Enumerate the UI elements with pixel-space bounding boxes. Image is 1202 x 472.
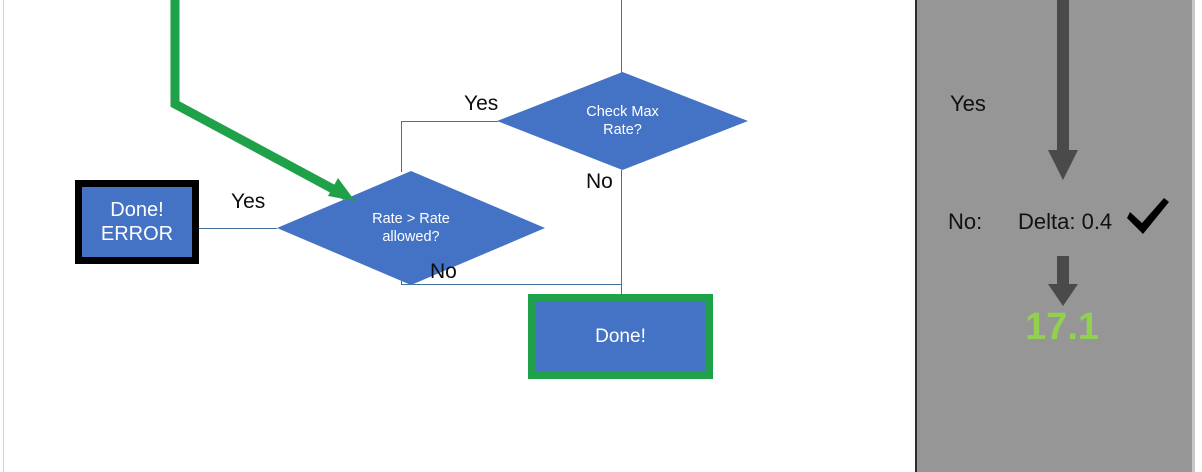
decision-rate-greater-than-allowed[interactable]: Rate > Rate allowed? <box>277 171 545 285</box>
terminator-done-error[interactable]: Done! ERROR <box>75 180 199 264</box>
panel-arrow-down-second <box>1048 256 1078 306</box>
edge-label-rate-allowed-no: No <box>430 260 457 283</box>
connector-into-check-max-rate <box>621 0 622 73</box>
decision-rate-greater-than-allowed-label: Rate > Rate allowed? <box>372 210 450 245</box>
decision-check-max-rate-label: Check Max Rate? <box>586 103 659 138</box>
panel-arrow-down-first <box>1048 0 1078 180</box>
edge-label-check-max-rate-no: No <box>586 170 613 193</box>
terminator-done-label: Done! <box>595 325 646 347</box>
connector-rate-allowed-yes-horizontal <box>198 228 277 229</box>
connector-check-max-rate-yes-vertical <box>401 121 402 172</box>
panel-left-border <box>915 0 917 472</box>
diamond-shape <box>497 72 748 170</box>
panel-delta-label: Delta: 0.4 <box>1018 209 1113 234</box>
connector-check-max-rate-yes-horizontal <box>401 121 498 122</box>
check-icon <box>1125 196 1171 238</box>
panel-result-value: 17.1 <box>1025 306 1099 348</box>
connector-check-max-rate-no-vertical <box>621 170 622 294</box>
canvas-left-edge <box>3 0 4 472</box>
panel-right-edge <box>1192 0 1195 472</box>
connector-rate-allowed-no-horizontal <box>401 284 622 285</box>
check-icon-svg <box>1127 198 1169 234</box>
panel-step-yes-label: Yes <box>950 91 986 116</box>
edge-label-rate-allowed-yes: Yes <box>231 190 266 213</box>
side-panel: Yes No: Delta: 0.4 17.1 <box>917 0 1192 472</box>
terminator-done-error-label: Done! ERROR <box>100 198 174 245</box>
terminator-done[interactable]: Done! <box>528 294 713 379</box>
edge-label-check-max-rate-yes: Yes <box>464 92 499 115</box>
decision-check-max-rate[interactable]: Check Max Rate? <box>497 72 748 170</box>
panel-step-no-label: No: <box>948 209 983 234</box>
